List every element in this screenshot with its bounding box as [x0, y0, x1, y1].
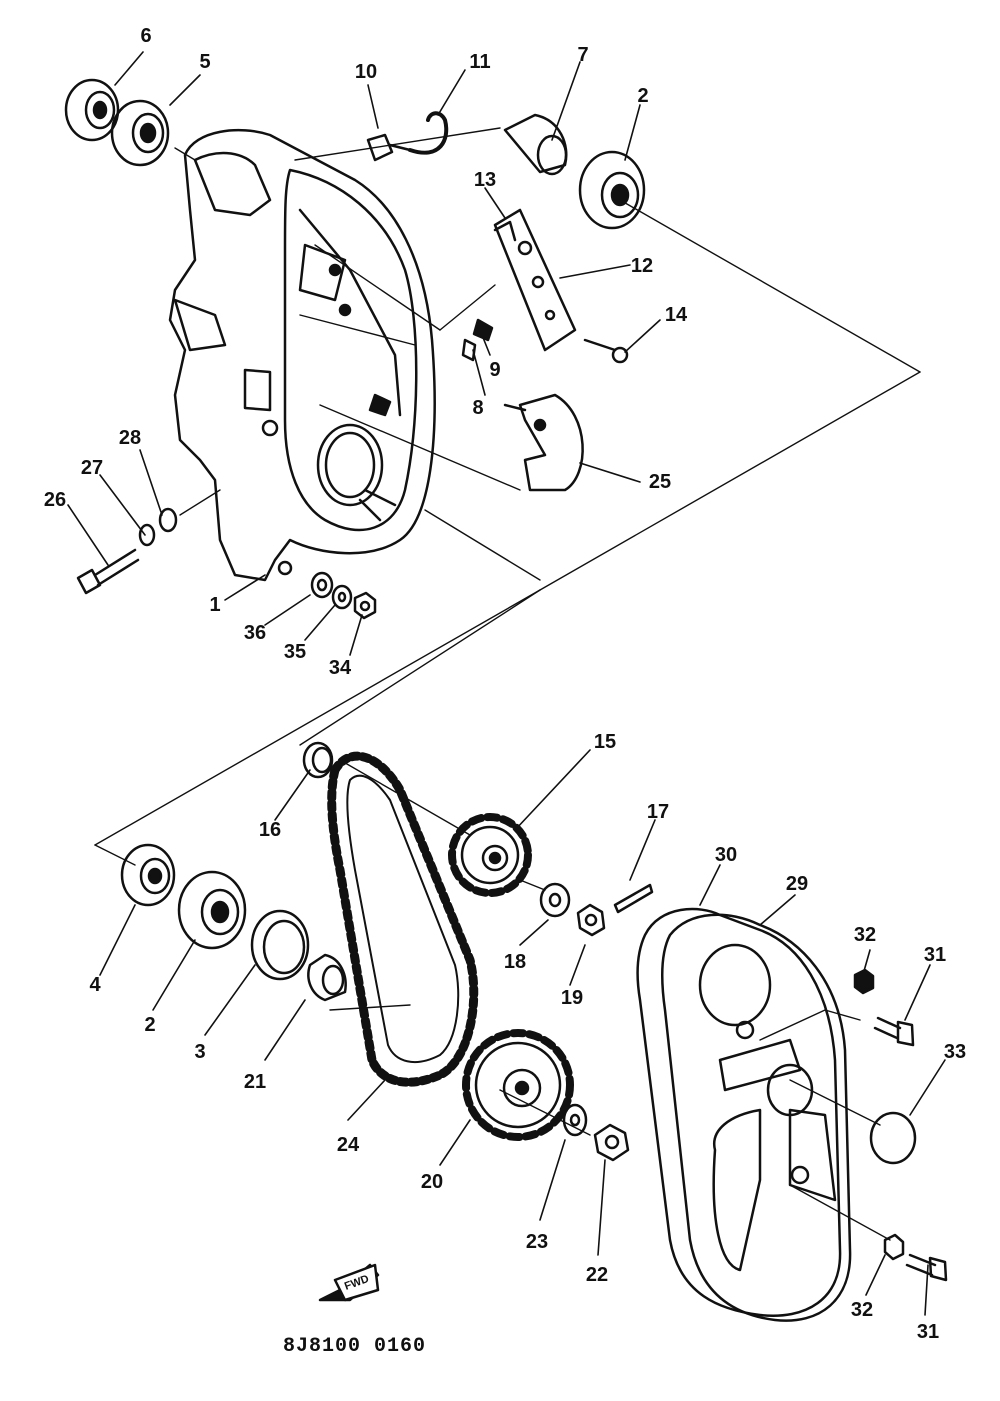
bolt-26	[76, 548, 140, 595]
callout-14: 14	[664, 304, 688, 326]
washer-36	[310, 571, 334, 599]
collar-21	[307, 953, 347, 1002]
bolt-31-top	[873, 1016, 915, 1047]
chain-case-housing	[168, 129, 436, 582]
callout-28: 28	[118, 427, 142, 449]
callout-19: 19	[560, 987, 584, 1009]
callout-13: 13	[473, 169, 497, 191]
callout-12: 12	[630, 255, 654, 277]
bolt-14	[583, 338, 629, 364]
callout-26: 26	[43, 489, 67, 511]
callout-6: 6	[140, 25, 152, 47]
bearing-2-top	[578, 150, 646, 230]
callout-33: 33	[943, 1041, 967, 1063]
plug-cap-33	[869, 1111, 917, 1165]
nut-32-bottom	[883, 1233, 905, 1261]
bearing-4	[120, 843, 176, 907]
drive-sprocket-15	[448, 813, 532, 897]
washer-28	[158, 507, 178, 533]
sensor-10	[366, 133, 412, 162]
callout-29: 29	[785, 873, 809, 895]
callout-9: 9	[489, 359, 501, 381]
assembly-lines	[94, 127, 921, 1241]
seal-16	[302, 741, 334, 779]
callout-30: 30	[714, 844, 738, 866]
callout-5: 5	[199, 51, 211, 73]
washer-35	[331, 584, 353, 610]
callout-2-top: 2	[637, 85, 649, 107]
callout-2-bottom: 2	[144, 1014, 156, 1036]
washer-18	[539, 882, 571, 918]
forward-direction-marker: FWD	[318, 1263, 380, 1302]
drive-chain-24	[327, 751, 479, 1087]
washer-23	[562, 1103, 588, 1137]
tensioner-plate-12	[493, 208, 577, 352]
callout-10: 10	[354, 61, 378, 83]
callout-34: 34	[328, 657, 352, 679]
nut-22	[593, 1123, 630, 1162]
nut-34	[353, 591, 377, 620]
callout-4: 4	[89, 974, 101, 996]
callout-20: 20	[420, 1171, 444, 1193]
tensioner-cam-25	[503, 393, 584, 492]
bearing-2-bottom	[177, 870, 247, 950]
nut-19	[576, 903, 606, 937]
callout-35: 35	[283, 641, 307, 663]
washer-27	[138, 523, 156, 547]
cable-clamp-11	[408, 111, 449, 155]
callout-22: 22	[585, 1264, 609, 1286]
callout-8: 8	[472, 397, 484, 419]
callout-32-top: 32	[853, 924, 877, 946]
callout-15: 15	[593, 731, 617, 753]
oil-seal-3	[250, 909, 310, 981]
bolt-31-bottom	[905, 1253, 948, 1282]
callout-31-top: 31	[923, 944, 947, 966]
bearing-6	[64, 78, 120, 142]
chain-case-cover-29	[661, 913, 852, 1322]
callout-11: 11	[469, 51, 491, 73]
callout-21: 21	[243, 1071, 267, 1093]
callout-24: 24	[336, 1134, 360, 1156]
callout-36: 36	[243, 622, 267, 644]
nut-32-top	[853, 968, 875, 995]
pin-9	[472, 318, 494, 342]
callout-31-bottom: 31	[916, 1321, 940, 1343]
callout-25: 25	[648, 471, 672, 493]
callout-7: 7	[577, 44, 589, 66]
collar-7	[503, 113, 568, 176]
callout-23: 23	[525, 1231, 549, 1253]
callout-1: 1	[209, 594, 221, 616]
cotter-pin-17	[613, 883, 654, 914]
callout-3: 3	[194, 1041, 206, 1063]
driven-sprocket-20	[462, 1029, 574, 1141]
diagram-code: 8J8100 0160	[283, 1335, 427, 1358]
bearing-5	[110, 99, 170, 167]
callout-18: 18	[503, 951, 527, 973]
callout-27: 27	[80, 457, 104, 479]
callout-32-bottom: 32	[850, 1299, 874, 1321]
gasket-13	[493, 220, 517, 242]
callout-16: 16	[258, 819, 282, 841]
pin-8	[461, 338, 477, 362]
callout-17: 17	[646, 801, 670, 823]
